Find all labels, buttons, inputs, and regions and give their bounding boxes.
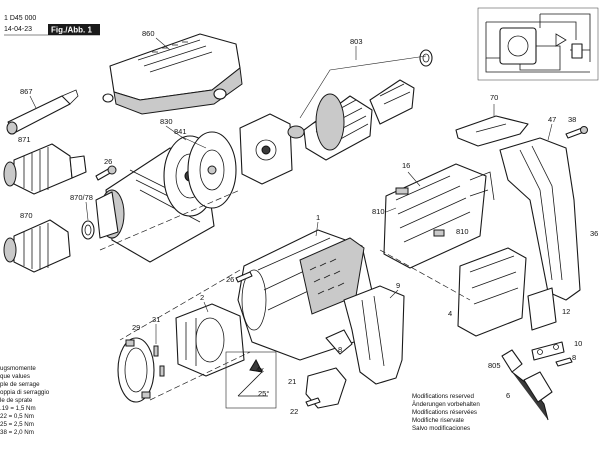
wiring-diagram-inset — [477, 7, 599, 81]
screw-angle-detail — [225, 351, 277, 409]
part-31-pins — [153, 345, 165, 377]
part-29-brush-holder-ring — [117, 337, 155, 403]
part-803-armature — [287, 49, 433, 161]
label-867: 867 — [20, 87, 33, 96]
figure-label-box — [48, 24, 100, 35]
part-2-stator — [175, 303, 245, 377]
part-870-depth-stop — [3, 219, 71, 273]
part-10-cord-clamp — [531, 341, 565, 361]
part-805-cord-protector — [501, 349, 523, 373]
mod-note-line-5: Salvo modificaciones — [412, 425, 470, 432]
part-9-handle-shell — [343, 285, 405, 385]
figure-label: Fig./Abb. 1 — [51, 26, 92, 35]
doc-code: 1 D45 000 — [4, 15, 36, 22]
part-841-gear-disc — [187, 131, 237, 209]
label-860: 860 — [142, 29, 155, 38]
doc-date: 14-04-23 — [4, 26, 32, 33]
label-2: 2 — [200, 293, 204, 302]
torque-note-line-6: .19 = 1,5 Nm — [0, 405, 36, 412]
label-26-lower: 26 — [226, 275, 234, 284]
part-26-screw-lower — [235, 271, 253, 283]
part-70-switch-lever — [455, 115, 529, 147]
torque-note-line-3: ple de serrage — [0, 381, 40, 388]
part-47-handle-cover — [499, 137, 581, 301]
label-805: 805 — [488, 361, 501, 370]
label-4x: 4x — [256, 365, 264, 374]
torque-note-line-1: ugsmomente — [0, 365, 36, 372]
label-10: 10 — [574, 339, 582, 348]
label-21: 21 — [288, 377, 296, 386]
label-841: 841 — [174, 127, 187, 136]
label-16: 16 — [402, 161, 410, 170]
torque-note-line-8: 25 = 2,5 Nm — [0, 421, 34, 428]
label-810: 810 — [372, 207, 385, 216]
label-31: 31 — [152, 315, 160, 324]
mod-note-line-2: Änderungen vorbehalten — [412, 401, 480, 408]
mod-note-line-4: Modifiche riservate — [412, 417, 464, 424]
torque-note-line-7: 22 = 0,5 Nm — [0, 413, 34, 420]
label-38: 38 — [568, 115, 576, 124]
label-810-b: 810 — [456, 227, 469, 236]
torque-note-line-4: oppia di serraggio — [0, 389, 50, 396]
part-1-motor-housing — [237, 229, 375, 361]
label-29: 29 — [132, 323, 140, 332]
bearing-plate — [239, 113, 293, 185]
label-9: 9 — [396, 281, 400, 290]
torque-note-line-2: que values — [0, 373, 30, 380]
label-8: 8 — [338, 345, 342, 354]
label-47: 47 — [548, 115, 556, 124]
part-26-screw-upper — [95, 165, 117, 181]
part-38-screw — [565, 126, 588, 139]
part-12-capacitor — [527, 287, 557, 331]
torque-values-note: ugsmomente que values ple de serrage opp… — [0, 365, 50, 436]
part-6-power-cord — [511, 371, 553, 421]
label-830: 830 — [160, 117, 173, 126]
part-871-nose-piece — [3, 143, 87, 195]
part-16-switch-frame — [383, 163, 495, 269]
torque-note-line-5: le de sprate — [0, 397, 33, 404]
part-21-cover — [305, 367, 347, 409]
label-1: 1 — [316, 213, 320, 222]
label-871: 871 — [18, 135, 31, 144]
part-4-electronic-module — [457, 247, 527, 337]
torque-note-line-9: 38 = 2,0 Nm — [0, 429, 34, 436]
label-6: 6 — [506, 391, 510, 400]
label-36: 36 — [590, 229, 598, 238]
part-8-switch-trigger — [325, 329, 353, 355]
label-870: 870 — [20, 211, 33, 220]
modifications-note: Modifications reserved Änderungen vorbeh… — [412, 393, 480, 432]
part-22-screw — [305, 397, 321, 407]
label-4: 4 — [448, 309, 452, 318]
part-870-78-washer — [81, 220, 95, 240]
label-870-78: 870/78 — [70, 193, 93, 202]
label-8-lower: 8 — [572, 353, 576, 362]
mod-note-line-1: Modifications reserved — [412, 393, 474, 400]
part-867-bit-holder — [6, 89, 79, 135]
label-25-deg: 25° — [258, 389, 269, 398]
label-803: 803 — [350, 37, 363, 46]
label-12: 12 — [562, 307, 570, 316]
part-8-screws-lower — [555, 357, 573, 367]
part-860-attachment-housing — [102, 33, 243, 115]
label-26-upper: 26 — [104, 157, 112, 166]
label-70: 70 — [490, 93, 498, 102]
label-22: 22 — [290, 407, 298, 416]
mod-note-line-3: Modifications réservées — [412, 409, 477, 416]
